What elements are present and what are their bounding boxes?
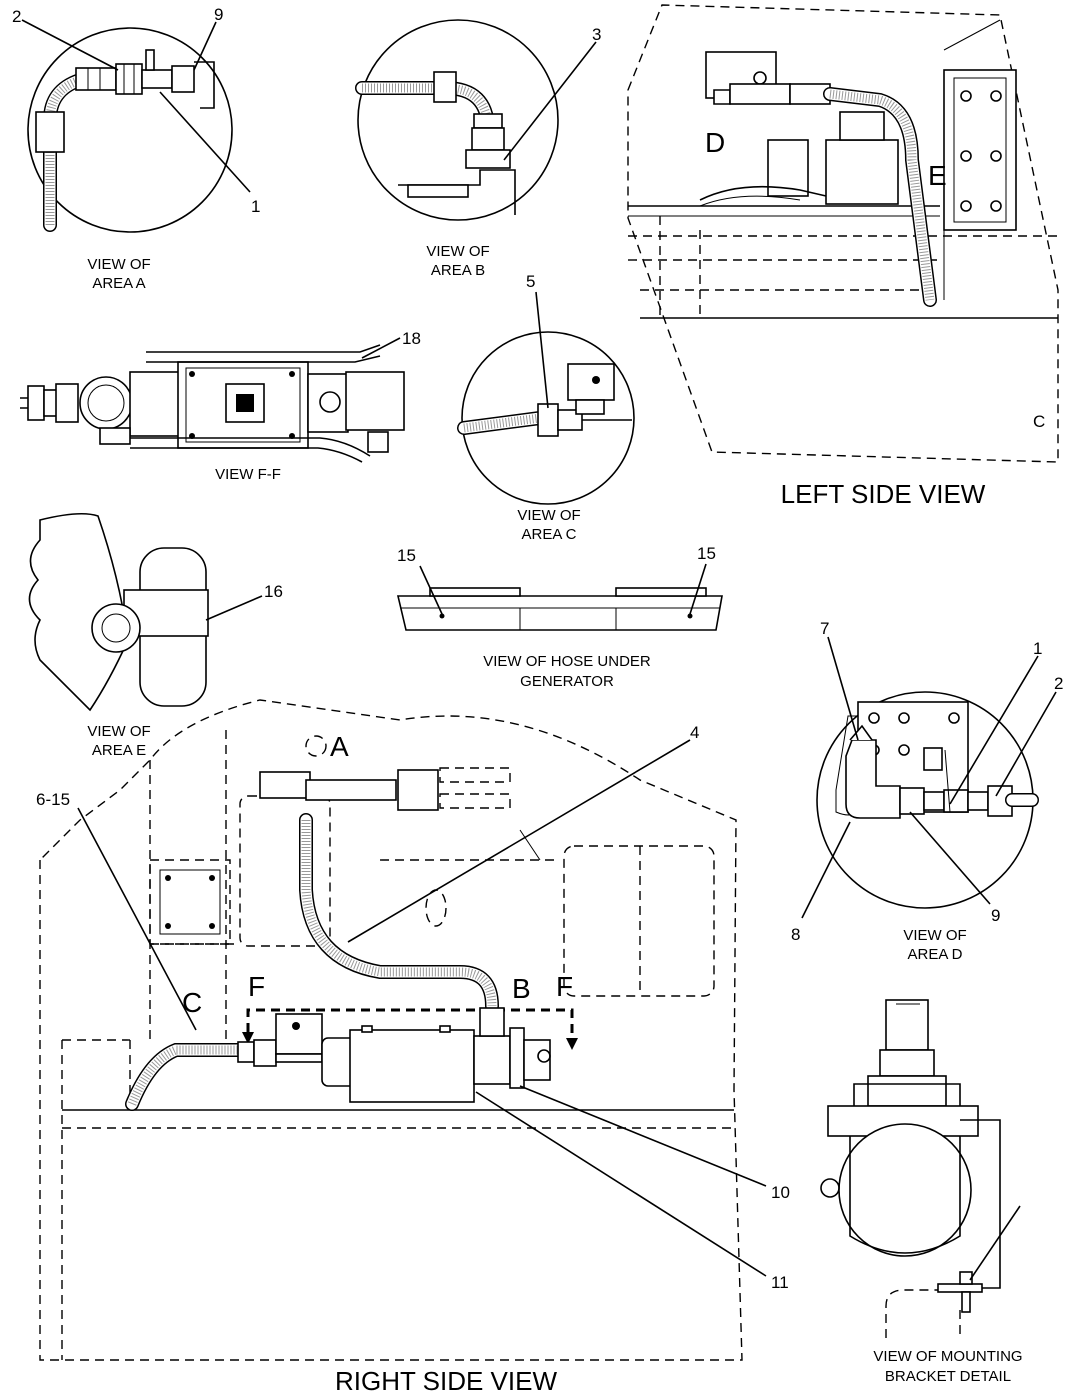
letter-f-right: F [556, 971, 573, 1002]
caption-bracket-line1: VIEW OF MOUNTING [873, 1348, 1022, 1365]
mark-c: C [1033, 412, 1045, 431]
callout-7: 7 [820, 619, 829, 638]
caption-area-c-line1: VIEW OF [517, 507, 580, 524]
letter-a: A [330, 731, 349, 762]
callout-2-d: 2 [1054, 674, 1063, 693]
view-area-d: 7 1 2 8 9 VIEW OF AREA D [791, 619, 1063, 963]
view-area-c: 5 VIEW OF AREA C [457, 272, 635, 543]
callout-4: 4 [690, 723, 699, 742]
callout-9-d: 9 [991, 906, 1000, 925]
caption-area-d-line1: VIEW OF [903, 927, 966, 944]
callout-3: 3 [592, 25, 601, 44]
callout-1: 1 [251, 197, 260, 216]
callout-15-left: 15 [397, 546, 416, 565]
view-area-e: 16 VIEW OF AREA E [28, 512, 283, 759]
callout-11: 11 [771, 1273, 789, 1292]
caption-area-a-line2: AREA A [92, 275, 145, 292]
callout-8: 8 [791, 925, 800, 944]
caption-area-e-line1: VIEW OF [87, 723, 150, 740]
view-mounting-bracket: VIEW OF MOUNTING BRACKET DETAIL [820, 999, 1023, 1385]
right-side-view: 6-15 4 10 11 A B C F F RIGHT SIDE VIEW [36, 699, 790, 1396]
caption-area-a-line1: VIEW OF [87, 256, 150, 273]
caption-right-side-view: RIGHT SIDE VIEW [335, 1366, 557, 1396]
callout-2: 2 [12, 7, 21, 26]
caption-area-e-line2: AREA E [92, 742, 146, 759]
letter-e: E [928, 160, 947, 191]
callout-5: 5 [526, 272, 535, 291]
callout-1-d: 1 [1033, 639, 1042, 658]
caption-area-d-line2: AREA D [907, 946, 962, 963]
caption-hose-line1: VIEW OF HOSE UNDER [483, 653, 651, 670]
letter-c: C [182, 987, 202, 1018]
caption-area-b-line1: VIEW OF [426, 243, 489, 260]
left-side-view: D E C LEFT SIDE VIEW [627, 4, 1059, 509]
letter-b: B [512, 973, 531, 1004]
callout-15-right: 15 [697, 544, 716, 563]
callout-18: 18 [402, 329, 421, 348]
callout-16: 16 [264, 582, 283, 601]
caption-area-c-line2: AREA C [521, 526, 576, 543]
view-area-a: 2 9 1 VIEW OF AREA A [12, 5, 260, 292]
caption-hose-line2: GENERATOR [520, 673, 614, 690]
callout-6-15: 6-15 [36, 790, 70, 809]
view-ff: 18 VIEW F-F [20, 329, 421, 483]
letter-d: D [705, 127, 725, 158]
letter-f-left: F [248, 971, 265, 1002]
view-area-b: 3 VIEW OF AREA B [355, 19, 601, 279]
view-hose-under-generator: 15 15 VIEW OF HOSE UNDER GENERATOR [396, 544, 723, 690]
caption-view-ff: VIEW F-F [215, 466, 281, 483]
callout-10: 10 [771, 1183, 790, 1202]
callout-9: 9 [214, 5, 223, 24]
caption-left-side-view: LEFT SIDE VIEW [781, 479, 986, 509]
caption-area-b-line2: AREA B [431, 262, 485, 279]
caption-bracket-line2: BRACKET DETAIL [885, 1368, 1011, 1385]
